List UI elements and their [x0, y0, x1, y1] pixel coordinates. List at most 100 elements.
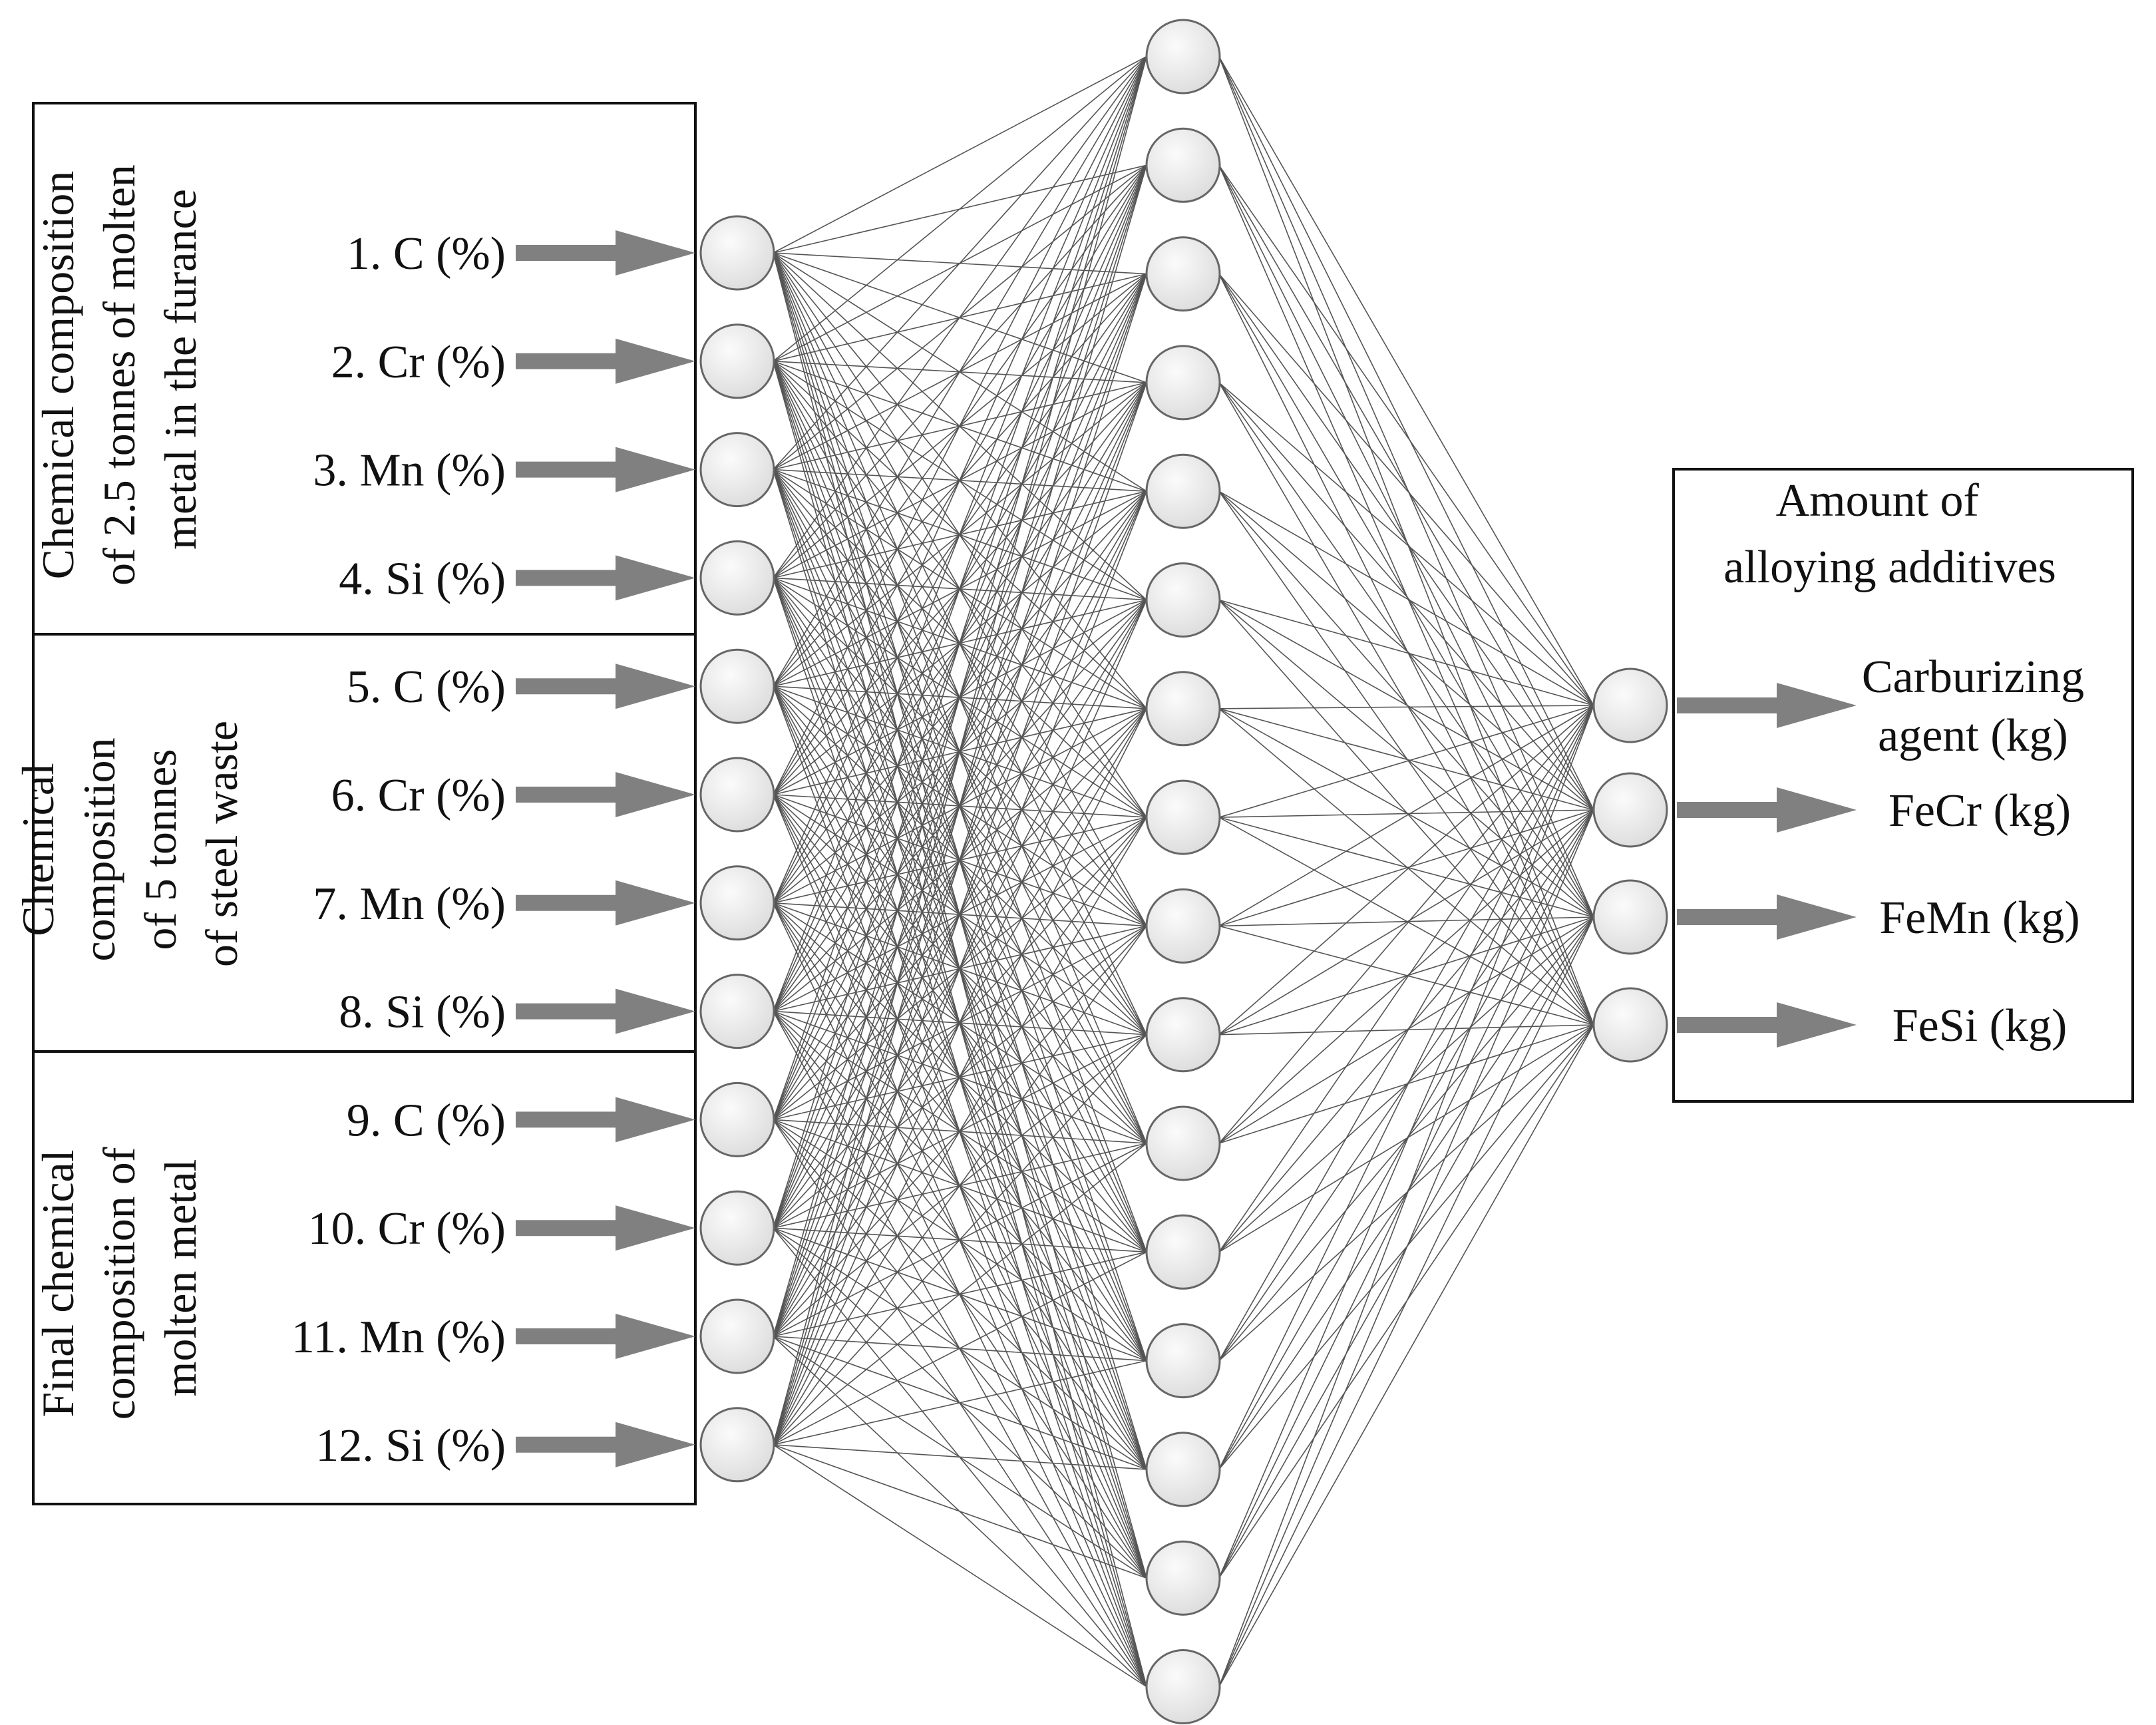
connection-input-4-hidden-1	[773, 56, 1147, 578]
input-arrow-10	[516, 1205, 695, 1251]
connection-hidden-16-output-3	[1218, 916, 1594, 1687]
connection-hidden-13-output-1	[1218, 705, 1594, 1361]
connection-hidden-1-output-2	[1218, 56, 1594, 811]
connection-hidden-2-output-2	[1218, 164, 1594, 811]
input-label-1: 1. C (%)	[347, 228, 506, 280]
connection-hidden-5-output-2	[1218, 490, 1594, 811]
connection-input-12-hidden-15	[773, 1444, 1147, 1579]
connection-input-2-hidden-1	[773, 56, 1147, 362]
connection-hidden-8-output-3	[1218, 817, 1594, 918]
input-neuron-4	[699, 540, 775, 616]
connection-hidden-8-output-1	[1218, 705, 1594, 818]
hidden-neuron-11	[1145, 1105, 1221, 1181]
input-neuron-1	[699, 215, 775, 291]
input-label-9: 9. C (%)	[347, 1095, 506, 1146]
connection-hidden-12-output-2	[1218, 809, 1594, 1252]
connection-input-10-hidden-1	[773, 56, 1147, 1229]
input-group-title-steel-waste: Chemical composition of 5 tonnes of stee…	[13, 721, 247, 967]
connection-hidden-6-output-1	[1218, 599, 1594, 706]
output-neuron-1	[1592, 668, 1668, 743]
input-neuron-2	[699, 323, 775, 399]
connection-hidden-10-output-3	[1218, 916, 1594, 1036]
hidden-neuron-5	[1145, 453, 1221, 529]
input-neuron-6	[699, 757, 775, 833]
input-label-10: 10. Cr (%)	[308, 1203, 506, 1254]
input-label-7: 7. Mn (%)	[313, 878, 506, 930]
connection-input-12-hidden-14	[773, 1444, 1147, 1470]
hidden-neuron-2	[1145, 127, 1221, 203]
connection-input-12-hidden-11	[773, 1143, 1147, 1445]
connection-hidden-16-output-4	[1218, 1024, 1594, 1687]
connection-hidden-13-output-2	[1218, 809, 1594, 1362]
connection-hidden-14-output-2	[1218, 809, 1594, 1470]
connection-hidden-1-output-1	[1218, 56, 1594, 706]
connection-hidden-9-output-2	[1218, 809, 1594, 927]
output-label-2: FeCr (kg)	[1888, 785, 2071, 837]
output-neuron-2	[1592, 772, 1668, 848]
input-arrow-4	[516, 555, 695, 601]
input-label-6: 6. Cr (%)	[331, 770, 506, 821]
input-label-5: 5. C (%)	[347, 662, 506, 713]
connection-hidden-6-output-3	[1218, 599, 1594, 918]
connection-input-5-hidden-1	[773, 56, 1147, 687]
input-arrow-6	[516, 772, 695, 817]
hidden-neuron-3	[1145, 236, 1221, 312]
connection-hidden-8-output-2	[1218, 809, 1594, 818]
connection-input-12-hidden-4	[773, 382, 1147, 1445]
connection-input-12-hidden-5	[773, 490, 1147, 1445]
output-arrow-3	[1677, 894, 1857, 940]
input-label-12: 12. Si (%)	[315, 1420, 506, 1471]
input-arrow-11	[516, 1314, 695, 1359]
input-labels: 1. C (%)2. Cr (%)3. Mn (%)4. Si (%)5. C …	[291, 228, 506, 1471]
output-arrow-2	[1677, 787, 1857, 833]
svg-text:Chemical composition of: Chemical composition of 2.5 tonnes of mo…	[33, 153, 206, 586]
connection-hidden-7-output-2	[1218, 708, 1594, 811]
connection-input-12-hidden-12	[773, 1251, 1147, 1445]
connection-input-12-hidden-1	[773, 56, 1147, 1445]
input-neuron-12	[699, 1407, 775, 1483]
hidden-neuron-6	[1145, 562, 1221, 638]
connection-hidden-7-output-3	[1218, 708, 1594, 918]
connection-hidden-15-output-1	[1218, 705, 1594, 1579]
connection-input-12-hidden-9	[773, 925, 1147, 1445]
hidden-neuron-13	[1145, 1323, 1221, 1399]
input-arrow-2	[516, 338, 695, 384]
svg-text:Chemical composition: Chemical composition of 5 tonnes of stee…	[13, 721, 247, 967]
connection-input-7-hidden-1	[773, 56, 1147, 904]
hidden-neuron-14	[1145, 1432, 1221, 1507]
output-arrow-4	[1677, 1002, 1857, 1048]
output-neuron-4	[1592, 987, 1668, 1063]
input-label-4: 4. Si (%)	[339, 553, 506, 604]
input-neuron-5	[699, 648, 775, 724]
connection-input-12-hidden-10	[773, 1034, 1147, 1445]
connection-hidden-16-output-2	[1218, 809, 1594, 1687]
connection-hidden-10-output-1	[1218, 705, 1594, 1036]
connection-hidden-4-output-1	[1218, 382, 1594, 706]
output-neuron-3	[1592, 879, 1668, 955]
input-arrows	[516, 230, 695, 1467]
output-box-title: Amount of alloying additives	[1723, 475, 2056, 593]
connection-input-12-hidden-16	[773, 1444, 1147, 1688]
connection-input-3-hidden-1	[773, 56, 1147, 471]
input-label-11: 11. Mn (%)	[291, 1312, 506, 1363]
connection-hidden-3-output-1	[1218, 274, 1594, 706]
svg-text:Final chemical compositi: Final chemical composition of molten met…	[33, 1136, 206, 1420]
input-group-box-final	[32, 1050, 697, 1505]
input-neuron-3	[699, 432, 775, 508]
connection-hidden-7-output-1	[1218, 705, 1594, 709]
connection-hidden-4-output-2	[1218, 382, 1594, 811]
input-arrow-7	[516, 880, 695, 926]
output-box	[1672, 468, 2134, 1103]
input-arrow-12	[516, 1422, 695, 1467]
connection-hidden-9-output-1	[1218, 705, 1594, 927]
input-neuron-7	[699, 865, 775, 941]
connection-hidden-11-output-2	[1218, 809, 1594, 1144]
connection-input-1-hidden-1	[773, 56, 1147, 254]
connection-input-12-hidden-7	[773, 708, 1147, 1445]
input-arrow-9	[516, 1097, 695, 1143]
connection-hidden-14-output-1	[1218, 705, 1594, 1470]
connection-hidden-16-output-1	[1218, 705, 1594, 1687]
output-arrow-1	[1677, 683, 1857, 728]
